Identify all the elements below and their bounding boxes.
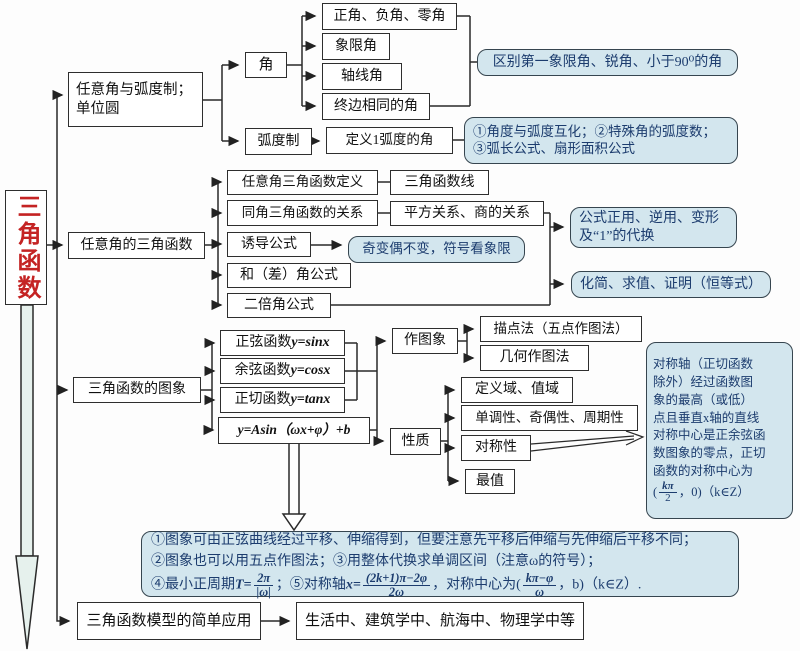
branch1-line2: 单位圆 xyxy=(76,100,120,117)
sym-note-line1: 对称轴（正切函数 xyxy=(653,357,754,372)
note-use-line2: 及“1”的代换 xyxy=(579,228,655,244)
node-application-fields: 生活中、建筑学中、航海中、物理学中等 xyxy=(296,602,584,640)
bottom-note-line1: ①图象可由正弦曲线经过平移、伸缩得到，但要注意先平移后伸缩与先伸缩后平移不同； xyxy=(151,532,697,548)
node-draw-graph: 作图象 xyxy=(392,328,458,354)
node-extreme-values: 最值 xyxy=(465,469,515,494)
root-hollow-arrow-shaft xyxy=(20,304,34,557)
note-radian-conversion: ①角度与弧度互化；②特殊角的弧度数； ③弧长公式、扇形面积公式 xyxy=(464,117,738,164)
bn-frac1: 2π|ω| xyxy=(254,571,274,599)
symmetry-arrow xyxy=(530,430,645,452)
note-transformation-summary: ①图象可由正弦曲线经过平移、伸缩得到，但要注意先平移后伸缩与先伸缩后平移不同； … xyxy=(141,531,739,599)
sym-note-paren: ( xyxy=(653,484,658,499)
note-symmetry-axis-explanation: 对称轴（正切函数 除外）经过函数图 象的最高（或低） 点且垂直x轴的直线 对称中… xyxy=(646,342,793,519)
note-odd-even-sign-rule: 奇变偶不变，符号看象限 xyxy=(348,236,525,263)
node-properties: 性质 xyxy=(390,428,441,455)
node-definition-of-trig-functions: 任意角三角函数定义 xyxy=(227,170,378,195)
note-formula-usage: 公式正用、逆用、变形 及“1”的代换 xyxy=(570,207,737,248)
branch1-line1: 任意角与弧度制； xyxy=(76,82,192,99)
note-use-line1: 公式正用、逆用、变形 xyxy=(579,211,719,226)
node-monotonicity-parity-period: 单调性、奇偶性、周期性 xyxy=(461,405,638,431)
sym-note-line3: 象的最高（或低） xyxy=(653,392,754,407)
bn-p2: ；⑤对称轴 xyxy=(275,577,346,593)
bracket-prop xyxy=(441,390,449,481)
trunk-line xyxy=(56,95,71,627)
sine-label-cn: 正弦函数 xyxy=(235,335,292,351)
bn-p4: ，b)（k∈Z）. xyxy=(558,577,642,593)
asin-formula: y=Asin（ωx+φ）+b xyxy=(237,422,351,438)
node-coterminal-angle: 终边相同的角 xyxy=(322,93,430,120)
sine-formula: y=sinx xyxy=(291,335,330,351)
node-quadrant-angle: 象限角 xyxy=(322,33,390,60)
node-positive-negative-zero-angle: 正角、负角、零角 xyxy=(322,3,457,30)
sym-note-line4: 点且垂直x轴的直线 xyxy=(653,410,760,425)
node-trig-function-lines: 三角函数线 xyxy=(390,170,489,195)
tangent-label-cn: 正切函数 xyxy=(234,392,291,408)
bracket-graphs xyxy=(345,341,378,441)
branch-angle-and-radian: 任意角与弧度制； 单位圆 xyxy=(68,72,203,127)
bracket-branch2 xyxy=(205,182,219,305)
node-square-quotient-relations: 平方关系、商的关系 xyxy=(390,201,544,226)
node-induction-formulas: 诱导公式 xyxy=(227,232,311,257)
node-point-plotting-method: 描点法（五点作图法） xyxy=(480,316,642,342)
cosine-formula: y=cosx xyxy=(290,363,331,379)
bn-m2: x= xyxy=(345,577,361,593)
bracket-note1 xyxy=(430,15,477,107)
node-symmetry: 对称性 xyxy=(461,435,531,461)
note-simplify-evaluate-prove: 化简、求值、证明（恒等式） xyxy=(571,271,771,298)
node-double-angle-formulas: 二倍角公式 xyxy=(227,293,331,318)
asin-down-arrow-head xyxy=(281,513,307,532)
tangent-formula: y=tanx xyxy=(290,392,331,408)
bracket-mid-notes xyxy=(331,212,551,306)
sym-note-line7: 函数的对称中心为 xyxy=(653,463,754,478)
node-geometric-drawing-method: 几何作图法 xyxy=(480,345,589,371)
note-distinguish-first-quadrant-angle: 区别第一象限角、锐角、小于90⁰的角 xyxy=(477,49,738,76)
asin-down-arrow-shaft xyxy=(288,444,300,514)
bracket-branch3 xyxy=(201,343,213,430)
branch-simple-applications: 三角函数模型的简单应用 xyxy=(77,602,261,640)
root-node-trig-functions: 三角函数 xyxy=(5,190,47,305)
sym-note-tail: ，0)（k∈Z） xyxy=(678,484,750,499)
sym-note-line6: 数图象的零点，正切 xyxy=(653,446,766,461)
node-axis-angle: 轴线角 xyxy=(322,63,402,90)
node-radian-system: 弧度制 xyxy=(245,128,312,155)
node-domain-range: 定义域、值域 xyxy=(461,377,573,403)
bottom-note-line2: ②图象也可以用五点作图法；③用整体代换求单调区间（注意ω的符号）； xyxy=(151,553,602,569)
root-hollow-arrow-head xyxy=(15,555,39,650)
branch-graphs-of-trig-functions: 三角函数的图象 xyxy=(73,377,201,403)
bracket-draw xyxy=(458,329,468,358)
sym-note-line5: 对称中心是正余弦函 xyxy=(653,428,766,443)
bracket-branch1 xyxy=(203,65,223,141)
node-angle: 角 xyxy=(245,52,287,78)
node-asin-general-form: y=Asin（ωx+φ）+b xyxy=(218,417,370,444)
cosine-label-cn: 余弦函数 xyxy=(234,363,291,379)
sym-note-line2: 除外）经过函数图 xyxy=(653,375,754,390)
branch-trig-functions-of-any-angle: 任意角的三角函数 xyxy=(68,232,205,259)
note2-line2: ③弧长公式、扇形面积公式 xyxy=(473,140,635,156)
bn-p3: ，对称中心为( xyxy=(432,577,521,593)
node-sum-difference-formulas: 和（差）角公式 xyxy=(227,263,351,288)
node-define-one-radian: 定义1弧度的角 xyxy=(326,127,453,154)
node-same-angle-relations: 同角三角函数的关系 xyxy=(227,200,378,226)
bracket-angle xyxy=(287,16,303,106)
bn-m1: T= xyxy=(235,577,252,593)
note2-line1: ①角度与弧度互化；②特殊角的弧度数； xyxy=(473,123,716,139)
bn-p1: ④最小正周期 xyxy=(151,577,235,593)
